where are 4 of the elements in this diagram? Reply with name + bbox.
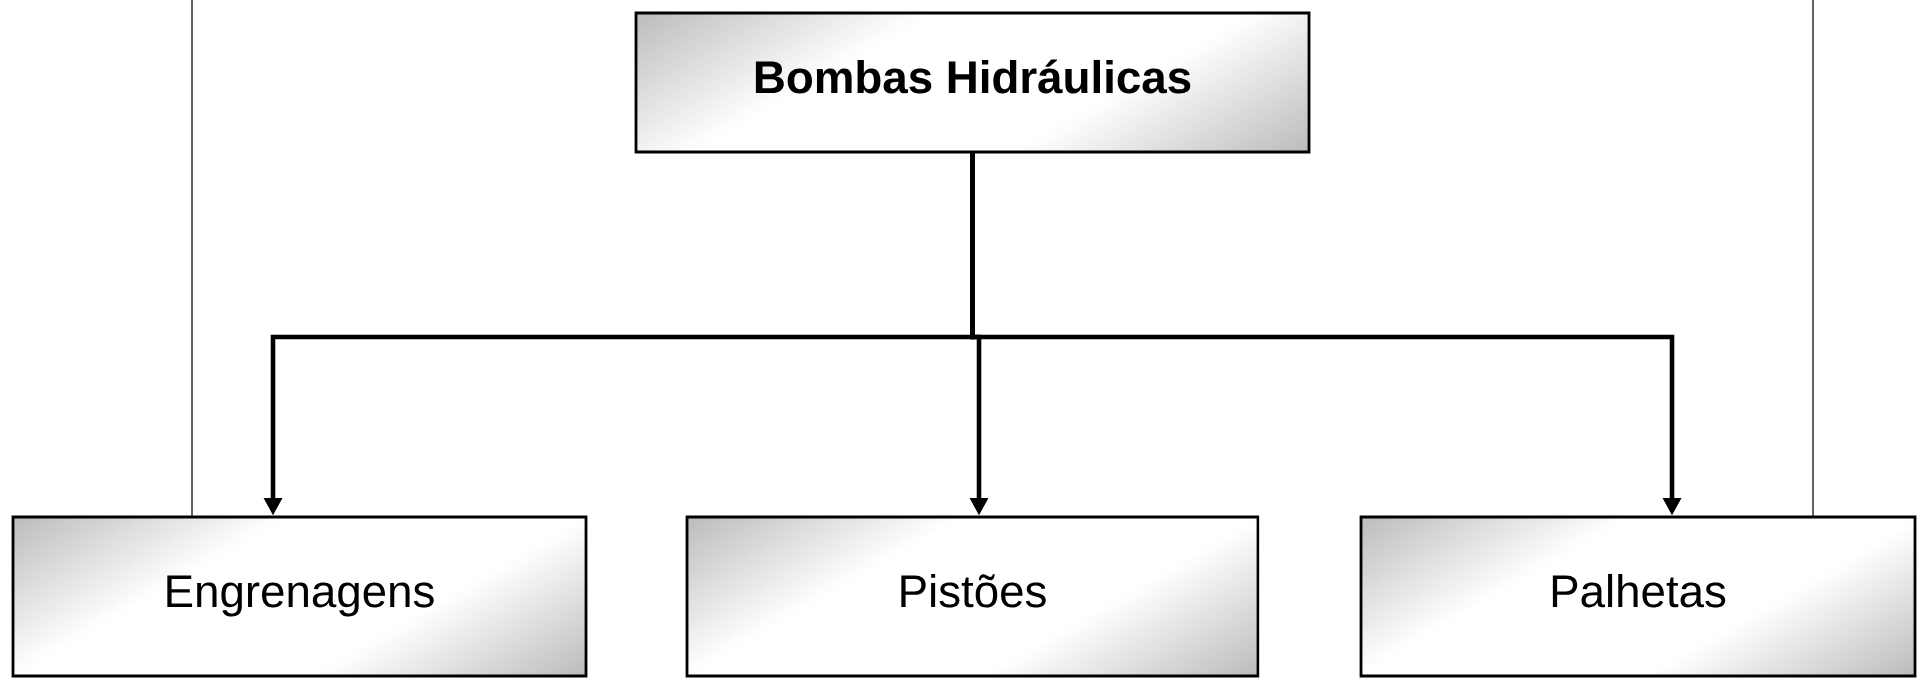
category-box: Engrenagens <box>11 515 588 678</box>
title-box: Bombas Hidráulicas <box>634 11 1311 154</box>
category-box: Pistões <box>685 515 1260 678</box>
category-box: Palhetas <box>1359 515 1917 678</box>
